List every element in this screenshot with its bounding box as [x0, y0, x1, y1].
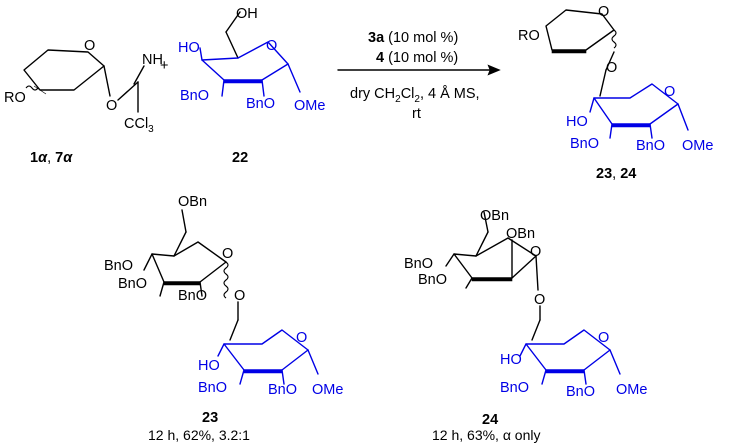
product-ome-label: OMe [682, 138, 713, 154]
acceptor-oh-label: OH [236, 6, 258, 22]
s23-ho: HO [198, 358, 220, 374]
s23-ome: OMe [312, 382, 343, 398]
product-structure [545, 9, 689, 139]
acceptor-bno-left: BnO [180, 88, 209, 104]
s23-link-oxygen: O [234, 288, 245, 304]
product-ho-label: HO [566, 114, 588, 130]
s23-bno-3: BnO [118, 276, 147, 292]
acceptor-structure [199, 11, 301, 97]
s24-bno-4: BnO [404, 256, 433, 272]
s23-bno-2: BnO [178, 288, 207, 304]
s24-obn-2: OBn [506, 226, 535, 242]
acceptor-ring-oxygen: O [266, 38, 277, 54]
s24-ring-oxygen: O [530, 244, 541, 260]
s24-link-oxygen: O [534, 292, 545, 308]
donor-compound-id: 1α, 7α [30, 150, 73, 166]
product-ring-oxygen: O [598, 4, 609, 20]
s23-caption: 12 h, 62%, 3.2:1 [148, 427, 250, 443]
s24-bno-b: BnO [566, 384, 595, 400]
acceptor-ho-label: HO [178, 40, 200, 56]
condition-catalyst-2: 4 (10 mol %) [376, 50, 458, 66]
donor-structure: RO O O NH CCl3 [4, 38, 163, 135]
s24-ho: HO [500, 352, 522, 368]
donor-ring-oxygen: O [84, 38, 95, 54]
plus-sign: + [160, 58, 168, 74]
donor-nh-label: NH [142, 52, 163, 68]
reaction-arrow [337, 64, 501, 76]
condition-temperature: rt [412, 106, 421, 122]
condition-catalyst-1: 3a (10 mol %) [368, 30, 458, 46]
structure-23 [143, 209, 319, 385]
s23-compound-id: 23 [202, 410, 218, 426]
acceptor-bno-mid: BnO [246, 96, 275, 112]
s24-bno-3: BnO [418, 272, 447, 288]
s23-bno-4: BnO [104, 258, 133, 274]
s24-bno-a: BnO [500, 380, 529, 396]
product-link-oxygen: O [606, 60, 617, 76]
donor-ro-label: RO [4, 90, 26, 106]
s24-caption: 12 h, 63%, α only [432, 427, 541, 443]
s23-ring-oxygen: O [222, 246, 233, 262]
s24-ring-oxygen-2: O [598, 330, 609, 346]
s23-obn-6: OBn [178, 194, 207, 210]
s24-compound-id: 24 [482, 412, 498, 428]
acceptor-compound-id: 22 [232, 150, 248, 166]
structure-24 [445, 211, 621, 385]
condition-solvent: dry CH2Cl2, 4 Å MS, [350, 85, 480, 105]
s23-bno-a: BnO [198, 380, 227, 396]
product-compound-ids: 23, 24 [596, 166, 636, 182]
s23-ring-oxygen-2: O [296, 330, 307, 346]
product-ring-oxygen-2: O [664, 84, 675, 100]
product-bno-mid: BnO [636, 138, 665, 154]
donor-link-oxygen: O [106, 98, 117, 114]
donor-ccl3-label: CCl3 [124, 116, 154, 135]
acceptor-ome-label: OMe [294, 98, 325, 114]
s24-ome: OMe [616, 382, 647, 398]
product-ro-label: RO [518, 28, 540, 44]
s23-bno-b: BnO [268, 382, 297, 398]
s24-obn-6: OBn [480, 208, 509, 224]
product-bno-left: BnO [570, 136, 599, 152]
